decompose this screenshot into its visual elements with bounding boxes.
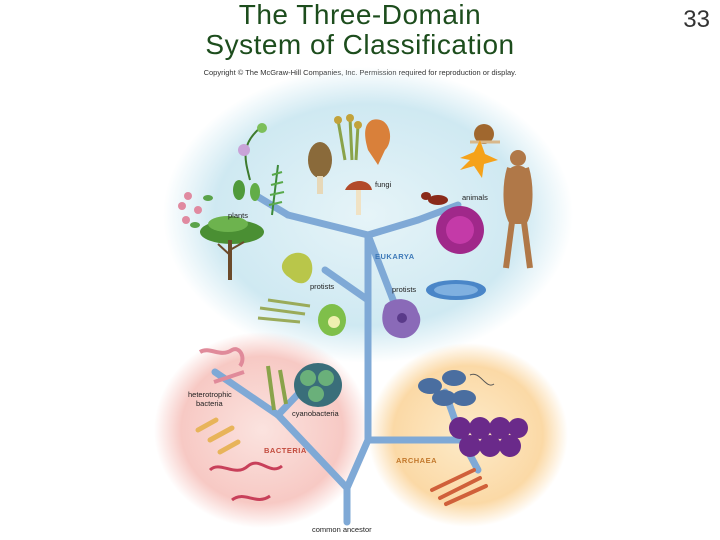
label-bacteria: BACTERIA — [264, 446, 307, 455]
title-line-2: System of Classification — [205, 29, 515, 60]
protists-illustration-left — [257, 252, 346, 336]
label-protists-right: protists — [392, 285, 416, 294]
label-animals: animals — [462, 193, 488, 202]
animals-illustration — [421, 124, 533, 269]
label-eukarya: EUKARYA — [375, 252, 415, 261]
label-heterotrophic-line1: heterotrophic — [188, 390, 232, 399]
label-plants: plants — [228, 211, 248, 220]
label-common-ancestor: common ancestor — [312, 525, 372, 534]
label-archaea: ARCHAEA — [396, 456, 437, 465]
fungi-illustration — [308, 114, 391, 215]
bacteria-illustration — [195, 347, 342, 502]
plants-illustration — [178, 123, 285, 280]
archaea-illustration — [418, 370, 528, 506]
label-protists-left: protists — [310, 282, 334, 291]
label-heterotrophic-line2: bacteria — [196, 399, 224, 408]
label-cyanobacteria: cyanobacteria — [292, 409, 340, 418]
page-number: 33 — [683, 6, 710, 33]
protists-illustration-right — [382, 280, 486, 339]
slide-title: The Three-Domain System of Classificatio… — [150, 0, 570, 60]
title-line-1: The Three-Domain — [238, 0, 482, 30]
label-fungi: fungi — [375, 180, 392, 189]
